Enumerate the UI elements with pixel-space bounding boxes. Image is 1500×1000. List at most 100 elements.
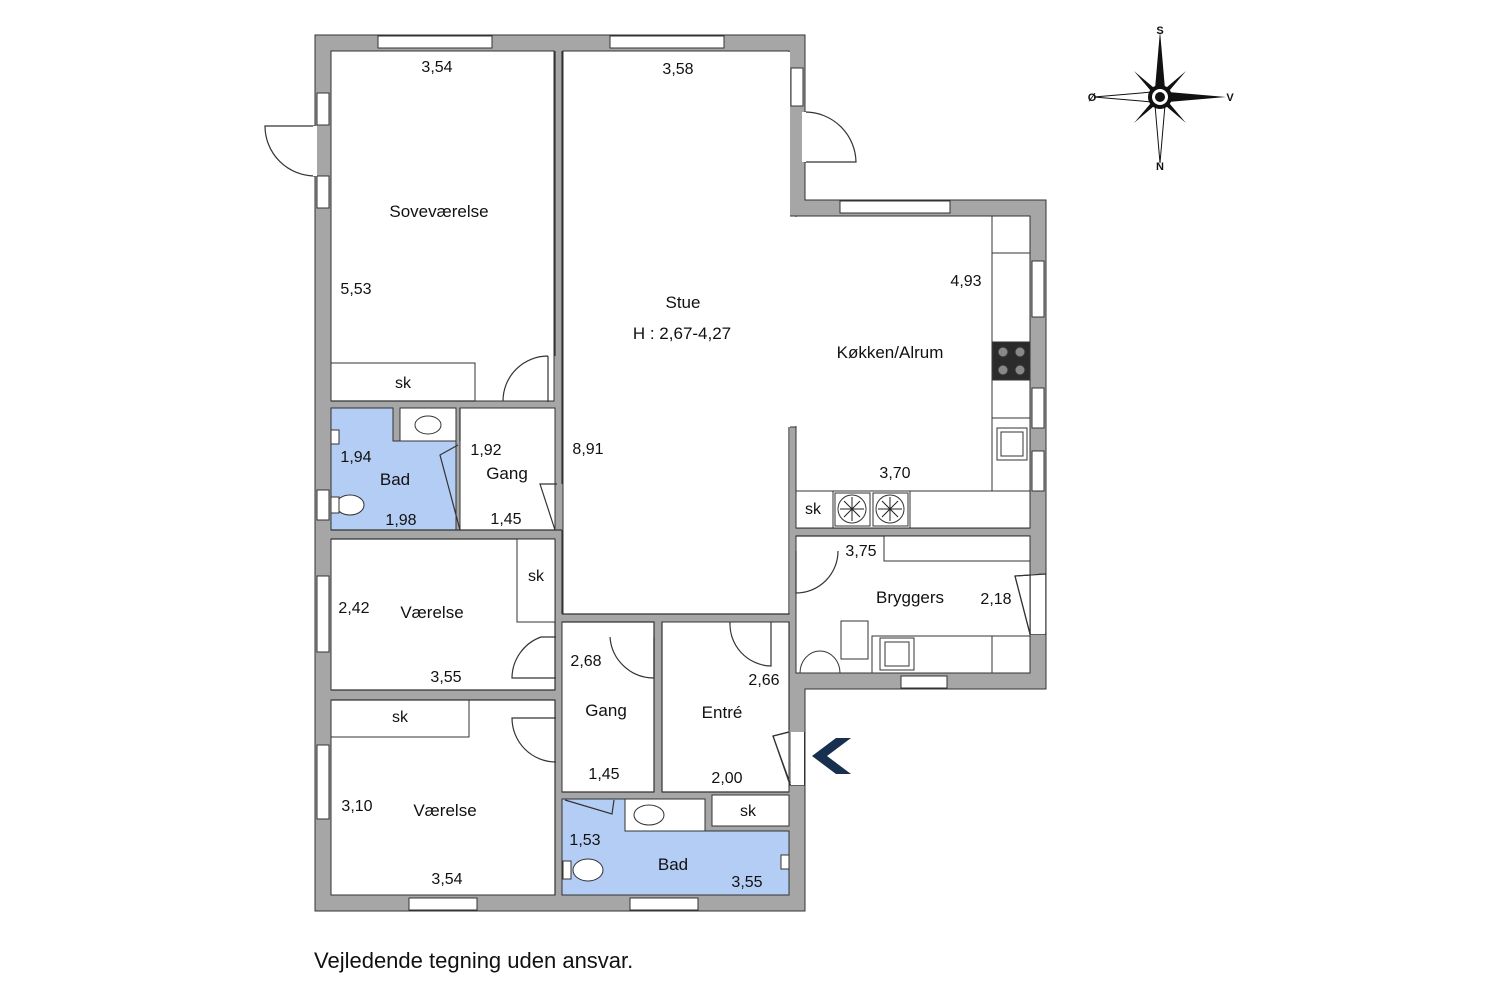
label-sk-bad2: sk bbox=[740, 803, 757, 820]
storage-labels: sk sk sk sk sk bbox=[392, 375, 822, 820]
window-top-center bbox=[609, 35, 725, 49]
label-bryggers: Bryggers bbox=[876, 588, 944, 607]
window-bottom-2 bbox=[629, 897, 699, 911]
door-vaerelse2 bbox=[511, 717, 557, 763]
dim-bad2-width: 3,55 bbox=[731, 874, 762, 891]
vaerelse1-closet bbox=[516, 538, 556, 623]
bad2-sink-icon bbox=[633, 804, 665, 826]
room-sovevaerelse-area bbox=[330, 50, 555, 402]
compass-rose-icon: S N Ø V bbox=[1088, 25, 1235, 173]
door-stue-exterior bbox=[804, 111, 857, 163]
window-left-vaerelse1 bbox=[316, 575, 330, 653]
shower-icon-2 bbox=[780, 854, 790, 870]
shower-fixtures bbox=[330, 429, 790, 870]
dim-kokken-width: 3,70 bbox=[879, 465, 910, 482]
stue-kitchen-opening bbox=[790, 217, 993, 426]
walls bbox=[314, 34, 1047, 912]
label-sk-vaerelse1: sk bbox=[528, 568, 545, 585]
window-kitchen-top bbox=[839, 200, 951, 214]
door-bad1 bbox=[439, 444, 461, 531]
shower-icon-1 bbox=[330, 429, 340, 445]
room-vaerelse2-closet bbox=[330, 699, 470, 738]
bad2-toilet-tank bbox=[562, 860, 572, 880]
bad1-vanity bbox=[399, 407, 457, 442]
interior-walls bbox=[331, 51, 1030, 895]
stue-main-fill bbox=[564, 52, 790, 613]
window-left-vaerelse2 bbox=[316, 744, 330, 820]
dim-stue-depth: 8,91 bbox=[572, 441, 603, 458]
label-vaerelse1: Værelse bbox=[400, 603, 463, 622]
compass-label-right: V bbox=[1226, 92, 1234, 104]
dim-sovevaerelse-width: 3,54 bbox=[421, 59, 452, 76]
window-kitchen-right-1 bbox=[1031, 260, 1045, 318]
bryggers-counter-top bbox=[883, 535, 1031, 562]
dim-stue-width: 3,58 bbox=[662, 61, 693, 78]
entrance-arrow-icon bbox=[812, 738, 851, 774]
dimension-labels: 3,54 3,58 5,53 4,93 1,94 1,98 1,92 1,45 … bbox=[338, 59, 1011, 891]
dim-entre-width: 2,00 bbox=[711, 770, 742, 787]
dim-bad2-depth: 1,53 bbox=[569, 832, 600, 849]
label-sk-sovevaerelse: sk bbox=[395, 375, 412, 392]
hob-icon bbox=[992, 341, 1031, 381]
bad2-toilet-icon bbox=[572, 858, 604, 882]
door-sovevaerelse bbox=[502, 355, 549, 402]
bryggers-heater bbox=[799, 650, 841, 674]
compass-label-top: S bbox=[1156, 25, 1163, 37]
door-vaerelse1 bbox=[511, 636, 556, 679]
closets bbox=[516, 538, 556, 623]
doors bbox=[264, 111, 1047, 815]
fan-blades bbox=[840, 497, 902, 521]
window-left-1 bbox=[316, 92, 330, 126]
door-stue-entre bbox=[729, 621, 772, 667]
disclaimer-text: Vejledende tegning uden ansvar. bbox=[314, 948, 634, 973]
label-sk-vaerelse2: sk bbox=[392, 709, 409, 726]
label-stue-height: H : 2,67-4,27 bbox=[633, 324, 731, 343]
window-top-left bbox=[377, 35, 493, 49]
door-bad2 bbox=[564, 799, 615, 815]
label-bad2: Bad bbox=[658, 855, 688, 874]
door-bryggers bbox=[795, 550, 839, 594]
bryggers-appliance bbox=[840, 620, 869, 660]
window-stue-right bbox=[790, 67, 804, 107]
bad1-sink-icon bbox=[414, 415, 442, 435]
window-bottom-1 bbox=[408, 897, 478, 911]
door-exterior-left bbox=[264, 125, 316, 177]
label-vaerelse2: Værelse bbox=[413, 801, 476, 820]
door-gang2 bbox=[609, 636, 655, 679]
compass-label-left: Ø bbox=[1088, 92, 1097, 104]
label-sk-kokken: sk bbox=[805, 501, 822, 518]
dim-gang2-width: 1,45 bbox=[588, 766, 619, 783]
door-stue-gang bbox=[539, 483, 557, 531]
compass-label-bottom: N bbox=[1156, 161, 1164, 173]
dim-vaerelse1-width: 3,55 bbox=[430, 669, 461, 686]
dim-gang2-depth: 2,68 bbox=[570, 653, 601, 670]
dim-bad1-width: 1,98 bbox=[385, 512, 416, 529]
dim-kokken-depth: 4,93 bbox=[950, 273, 981, 290]
dim-entre-depth: 2,66 bbox=[748, 672, 779, 689]
label-bad1: Bad bbox=[380, 470, 410, 489]
room-sovevaerelse-closet bbox=[330, 362, 476, 402]
dim-bryggers-depth: 2,18 bbox=[980, 591, 1011, 608]
window-left-bad bbox=[316, 489, 330, 521]
bad1-toilet-icon bbox=[335, 494, 365, 516]
label-entre: Entré bbox=[702, 703, 743, 722]
label-gang2: Gang bbox=[585, 701, 627, 720]
windows bbox=[316, 35, 1045, 911]
bad2-closet bbox=[711, 794, 790, 827]
label-stue: Stue bbox=[666, 293, 701, 312]
dim-vaerelse2-depth: 3,10 bbox=[341, 798, 372, 815]
bathrooms bbox=[330, 407, 790, 896]
kitchen-fixtures bbox=[795, 215, 1031, 674]
label-gang1: Gang bbox=[486, 464, 528, 483]
window-bryggers-bottom bbox=[900, 675, 948, 689]
label-sovevaerelse: Soveværelse bbox=[389, 202, 488, 221]
dim-gang1-width: 1,45 bbox=[490, 511, 521, 528]
window-kitchen-right-2 bbox=[1031, 387, 1045, 429]
dim-bryggers-width: 3,75 bbox=[845, 543, 876, 560]
dim-vaerelse2-width: 3,54 bbox=[431, 871, 462, 888]
kitchen-counter-bottom bbox=[795, 490, 1031, 529]
dim-vaerelse1-depth: 2,42 bbox=[338, 600, 369, 617]
dim-sovevaerelse-depth: 5,53 bbox=[340, 281, 371, 298]
bad1-toilet-tank bbox=[330, 496, 340, 514]
dim-gang1-depth: 1,92 bbox=[470, 442, 501, 459]
